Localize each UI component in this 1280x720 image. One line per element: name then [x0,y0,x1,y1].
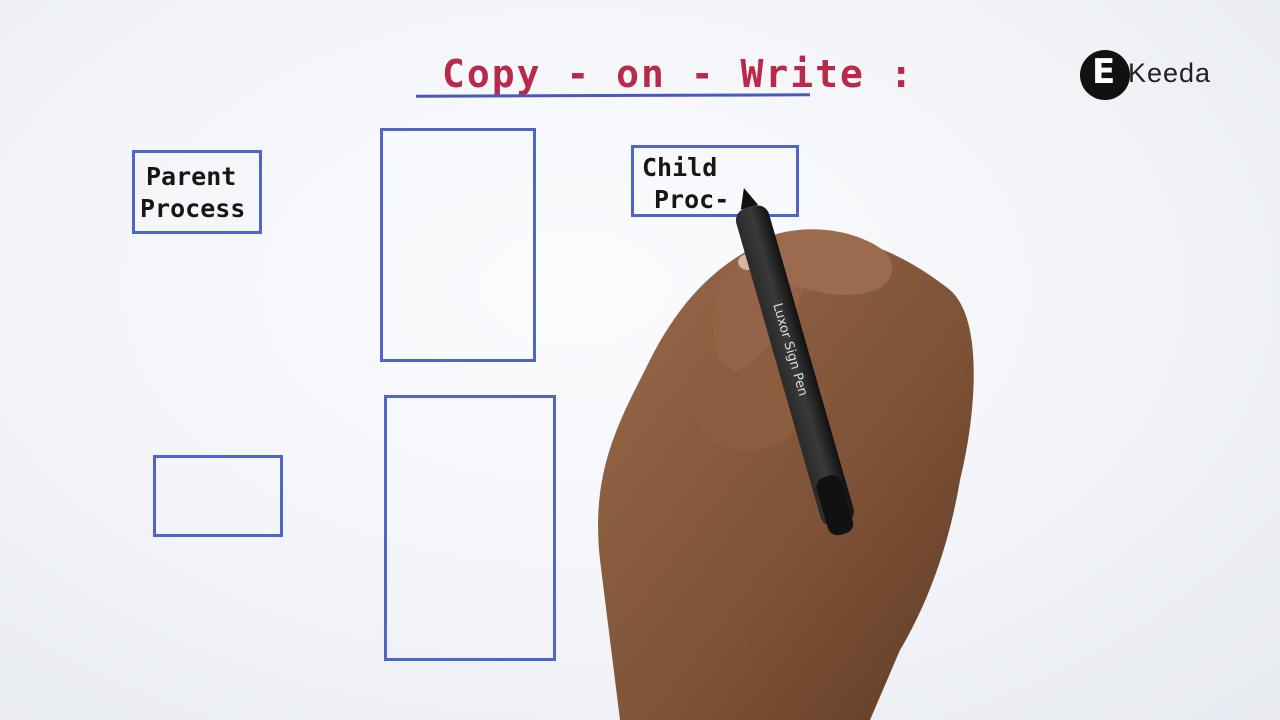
parent-label-line1: Parent [146,162,237,191]
parent-process-label: Parent Process [140,161,245,225]
hand-fingers [691,347,801,450]
child-process-label: Child Proc- [642,152,729,216]
memory-box-lower [384,395,556,661]
small-box [153,455,283,537]
child-label-line2: Proc- [654,185,730,214]
logo-text: Keeda [1128,58,1212,88]
child-label-line1: Child [642,153,718,182]
diagram-title: Copy - on - Write : [442,52,915,96]
ekeeda-logo: E Keeda [1080,44,1220,110]
memory-box-upper [380,128,536,362]
parent-label-line2: Process [140,194,246,223]
hand-palm [598,233,974,720]
child-process-box [631,145,799,217]
hand-thumb [757,229,893,295]
logo-mark-icon: E [1080,50,1130,100]
parent-process-box [132,150,262,234]
